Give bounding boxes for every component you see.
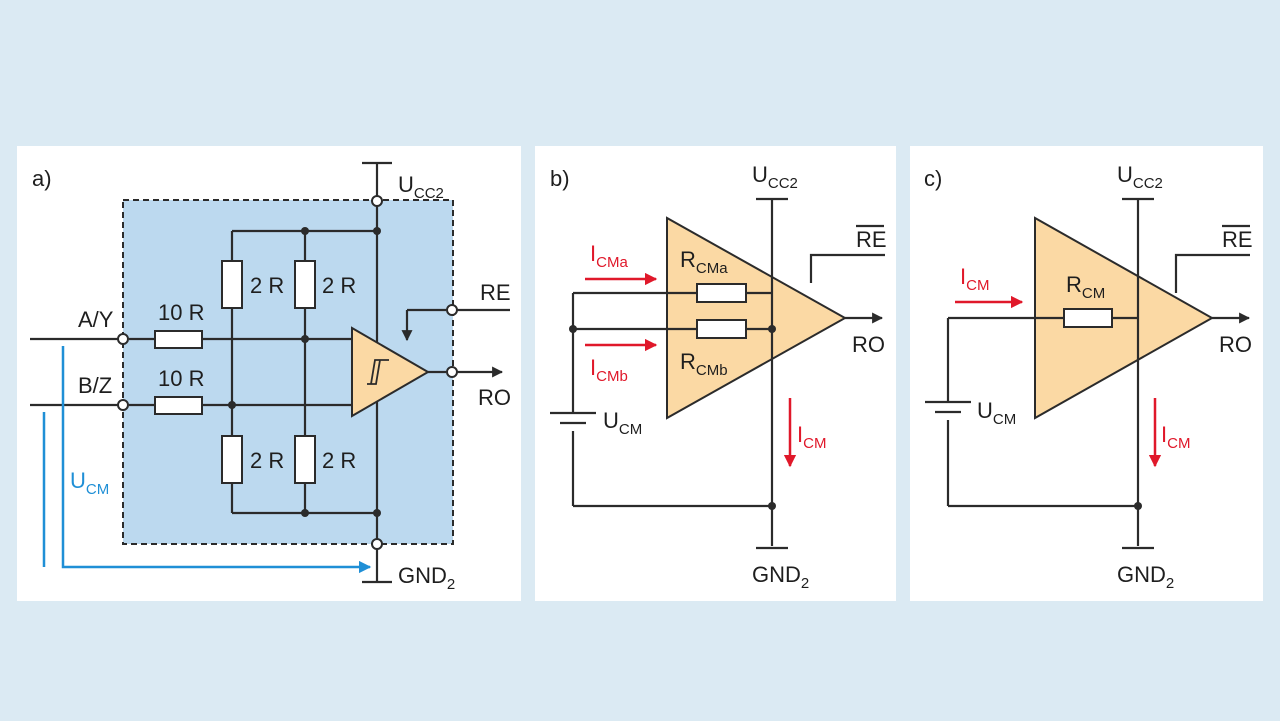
panel-a-label: a) (32, 166, 52, 191)
supply-label-b: UCC2 (752, 162, 798, 192)
common-mode-label: UCM (70, 468, 109, 498)
common-mode-arrow (61, 346, 372, 574)
ground-label-c: GND2 (1117, 562, 1174, 592)
output-label-b: RO (852, 332, 885, 357)
schmitt-comparator (351, 326, 430, 418)
common-mode-source-c (925, 400, 971, 414)
divider-resistor-label-3: 2 R (250, 448, 284, 473)
current-out-label-c: ICM (1161, 422, 1190, 452)
series-resistor-label-top: 10 R (158, 300, 204, 325)
panel-c-label: c) (924, 166, 942, 191)
input-wiring-c (946, 316, 1142, 510)
output-label-a: RO (478, 385, 511, 410)
series-resistor-bottom (154, 396, 203, 415)
input-a-terminal (117, 333, 129, 345)
panel-a: a) UCC2 GND2 (17, 146, 521, 601)
ground-label-a: GND2 (398, 563, 455, 593)
divider-resistor-3 (221, 435, 243, 484)
supply-label-c: UCC2 (1117, 162, 1163, 192)
enable-label-b: RE (856, 227, 887, 252)
divider-resistor-label-2: 2 R (322, 273, 356, 298)
receiver-amplifier-b (666, 216, 848, 420)
input-a-label: A/Y (78, 307, 114, 332)
resistor-cma-label: RCMa (680, 247, 728, 277)
source-label-c: UCM (977, 398, 1016, 428)
panel-b: b) UCC2 GND2 RE RO RCMa (535, 146, 896, 601)
ground-label-b: GND2 (752, 562, 809, 592)
hysteresis-icon (367, 359, 389, 385)
resistor-cm (1063, 308, 1113, 328)
current-cmb-label: ICMb (590, 355, 628, 385)
common-mode-source-b (550, 411, 596, 425)
panel-b-label: b) (550, 166, 570, 191)
input-b-label: B/Z (78, 373, 112, 398)
divider-resistor-4 (294, 435, 316, 484)
supply-label-a: UCC2 (398, 172, 444, 202)
junction-dots-a (228, 227, 381, 517)
current-out-label-b: ICM (797, 422, 826, 452)
source-label-b: UCM (603, 408, 642, 438)
supply-rail-b (756, 197, 788, 550)
input-wiring-b (569, 291, 776, 510)
enable-label-c: RE (1222, 227, 1253, 252)
output-label-c: RO (1219, 332, 1252, 357)
ground-terminal-a (362, 538, 392, 584)
series-resistor-top (154, 330, 203, 349)
current-in-label-c: ICM (960, 264, 989, 294)
enable-label-a: RE (480, 280, 511, 305)
resistor-cmb-label: RCMb (680, 349, 728, 379)
supply-rail-c (1122, 197, 1154, 550)
resistor-cmb (696, 319, 747, 339)
enable-terminal-a (446, 304, 458, 316)
resistor-cma (696, 283, 747, 303)
divider-resistor-label-4: 2 R (322, 448, 356, 473)
enable-wire-c (1174, 253, 1250, 293)
output-terminal-a (446, 366, 458, 378)
panel-c: c) UCC2 GND2 RE RO RCM UCM IC (910, 146, 1263, 601)
divider-resistor-label-1: 2 R (250, 273, 284, 298)
current-cma-label: ICMa (590, 241, 628, 271)
input-b-terminal (117, 399, 129, 411)
divider-resistor-1 (221, 260, 243, 309)
divider-resistor-2 (294, 260, 316, 309)
resistor-cm-label: RCM (1066, 272, 1105, 302)
enable-wire-b (809, 253, 885, 283)
series-resistor-label-bottom: 10 R (158, 366, 204, 391)
